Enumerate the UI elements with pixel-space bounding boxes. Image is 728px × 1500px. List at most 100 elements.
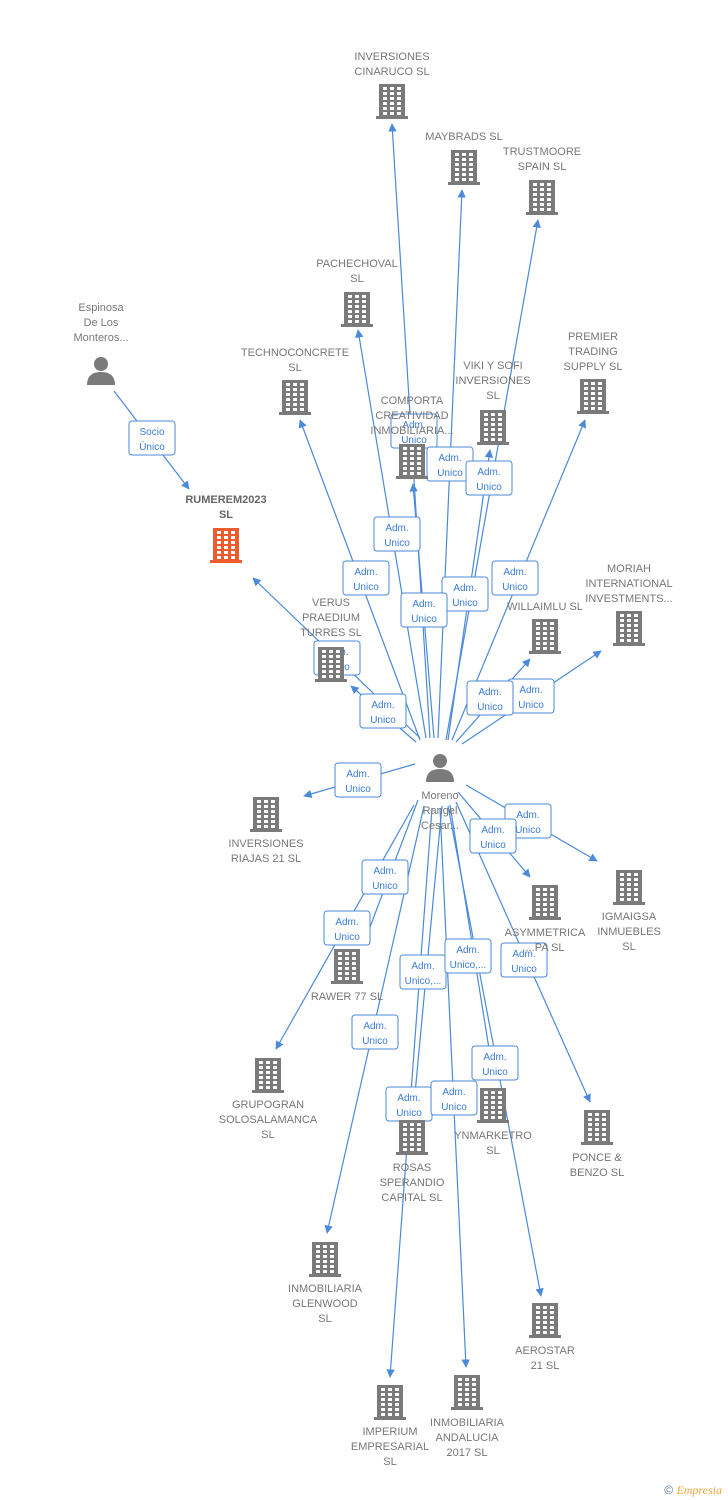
edge-label-comporta[interactable]: Adm.Unico [400,592,448,628]
edge-label-ynmarketro[interactable]: Adm.Unico [471,1045,519,1081]
building-icon [529,885,561,920]
edge-label-rosas[interactable]: Adm.Unico,... [399,954,447,990]
edge-label-premier[interactable]: Adm.Unico [491,560,539,596]
edge-label-box [359,693,407,729]
edge-label-aerostar[interactable]: Adm.Unico,... [444,938,492,974]
edge-label-box [430,1080,478,1116]
node-label: INMUEBLES [597,926,661,938]
node-comporta[interactable]: COMPORTACREATIVIDADINMOBILIARIA... [370,395,454,479]
edge-label-box [373,516,421,552]
building-icon [331,949,363,984]
building-icon [451,1375,483,1410]
node-asymmetrica[interactable]: ASYMMETRICA ...PA SL [505,885,586,954]
edge-label-moriah[interactable]: Adm.Unico [507,678,555,714]
edge-label-text: Socio [139,427,164,438]
node-igmaigsa[interactable]: IGMAIGSA INMUEBLES SL [597,870,661,953]
edge-label-imperium[interactable]: Adm.Unico [385,1086,433,1122]
edge-label-text: Adm. [477,467,500,478]
node-label: VERUS [312,597,350,609]
edge-label-text: Unico [437,468,463,479]
copyright-notice: © Empresia [664,1483,722,1498]
node-rawer[interactable]: RAWER 77 SL [311,949,383,1003]
edge-label-box [351,1014,399,1050]
edge-label-grupogran[interactable]: Adm.Unico [323,910,371,946]
node-label: ANDALUCIA [436,1432,500,1444]
node-label: ASYMMETRICA [505,927,586,939]
edge-label-viki[interactable]: Adm.Unico [441,576,489,612]
node-label: SL [622,941,635,953]
edge-label-andalucia[interactable]: Adm.Unico [430,1080,478,1116]
building-icon [396,1120,428,1155]
edge-label-willaimlu[interactable]: Adm.Unico [466,680,514,716]
edge-label-trustmoore[interactable]: Adm.Unico [465,460,513,496]
node-label: ...PA SL [526,942,565,954]
node-label: MORIAH [607,563,651,575]
building-icon [309,1242,341,1277]
edge-label-maybrads[interactable]: Adm.Unico [426,446,474,482]
node-label: TRUSTMOORE [503,146,581,158]
edge-label-text: Unico [384,538,410,549]
node-label: INMOBILIARIA... [370,425,453,437]
edge-label-text: Unico,... [450,960,487,971]
node-label: YNMARKETRO [454,1130,532,1142]
edge-label-text: Unico [362,1036,388,1047]
edge-label-text: Adm. [411,961,434,972]
node-label: PONCE & [572,1152,622,1164]
edge-label-text: Unico [353,582,379,593]
node-maybrads[interactable]: MAYBRADS SL [425,131,503,185]
node-label: SL [288,362,301,374]
edge-label-inversiones_riajas[interactable]: Adm.Unico [334,762,382,798]
edge-label-text: Adm. [402,420,425,431]
node-label: IGMAIGSA [602,911,657,923]
node-moriah[interactable]: MORIAHINTERNATIONALINVESTMENTS... [585,563,673,646]
edge-label-glenwood[interactable]: Adm.Unico [351,1014,399,1050]
edge-label-box [469,818,517,854]
node-ponce[interactable]: PONCE &BENZO SL [570,1110,624,1179]
edge-label-box [342,560,390,596]
edge-label-text: Unico [411,614,437,625]
node-label: SL [486,1145,499,1157]
node-label: SL [219,509,233,521]
building-icon [374,1385,406,1420]
node-label: INVESTMENTS... [585,593,672,605]
node-willaimlu[interactable]: WILLAIMLU SL [507,601,583,654]
node-label: AEROSTAR [515,1345,575,1357]
edge-label-ponce[interactable]: Adm.Unico [500,942,548,978]
edge-label-pachechoval[interactable]: Adm.Unico [373,516,421,552]
node-aerostar[interactable]: AEROSTAR 21 SL [515,1303,575,1372]
node-ynmarketro[interactable]: YNMARKETRO SL [454,1088,532,1157]
node-label: VIKI Y SOFI [463,360,523,372]
edge-label-box [491,560,539,596]
edge-label-rawer[interactable]: Adm.Unico [361,859,409,895]
person-icon [87,357,115,385]
node-label: 21 SL [531,1360,560,1372]
edge-label-text: Adm. [397,1093,420,1104]
node-label: INVERSIONES [354,51,429,63]
node-moreno[interactable]: MorenoRangelCesar... [421,754,459,832]
brand-logo[interactable]: Empresia [676,1483,722,1497]
edge-label-text: Unico [401,435,427,446]
edge-label-asymmetrica[interactable]: Adm.Unico [469,818,517,854]
edge-label-box [500,942,548,978]
edge-label-verus[interactable]: Adm.Unico [359,693,407,729]
node-label: EMPRESARIAL [351,1441,429,1453]
edge-label-technoconcrete[interactable]: Adm.Unico [342,560,390,596]
